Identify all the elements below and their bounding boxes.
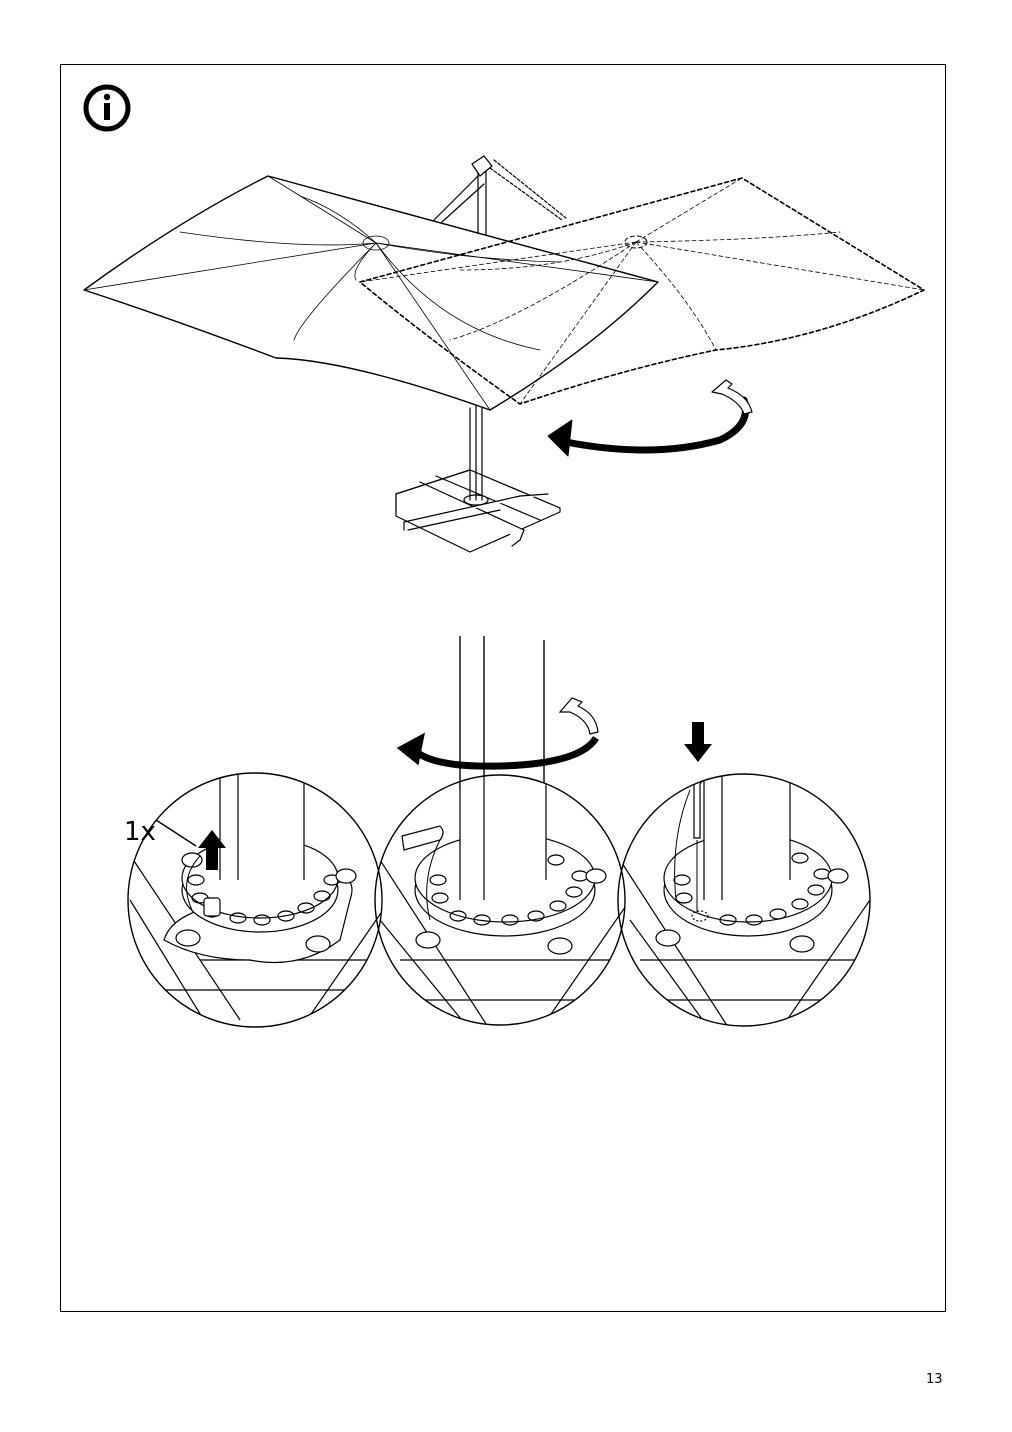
quantity-label: 1x <box>124 817 156 847</box>
info-circle-icon <box>83 84 131 132</box>
rotate-arrow-icon <box>547 396 749 457</box>
detail-circle-rotate <box>374 774 626 1026</box>
parasol-pole <box>433 155 567 501</box>
arrow-down-icon <box>684 722 712 762</box>
parasol-illustration <box>83 155 925 553</box>
parasol-canopy-rotated <box>359 177 925 405</box>
arrow-up-icon <box>198 830 226 870</box>
detail-circle-insert-pin <box>617 722 871 1027</box>
detail-circle-remove-pin: 1x <box>124 772 383 1028</box>
parasol-canopy <box>83 175 659 411</box>
page-number: 13 <box>926 1372 943 1387</box>
rotate-arrow-outline-icon <box>711 379 753 415</box>
pole-rotation-illustration <box>396 636 599 790</box>
rotate-arrow-outline-icon <box>558 697 599 735</box>
parasol-base <box>395 469 561 553</box>
rotate-arrow-icon <box>396 732 599 770</box>
instruction-frame <box>60 64 946 1312</box>
